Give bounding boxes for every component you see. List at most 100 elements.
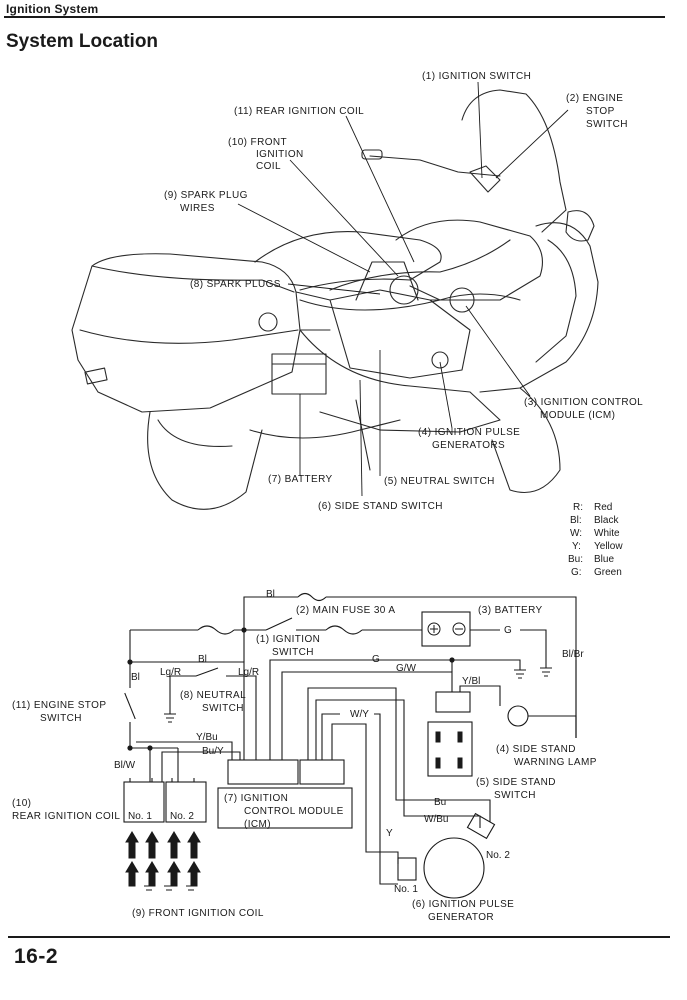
wire-bl-left: [129, 630, 245, 760]
label-side-stand-1: (5) SIDE STAND: [476, 777, 556, 788]
label-warning-lamp-2: WARNING LAMP: [514, 757, 597, 768]
callout-engine-stop-3: SWITCH: [586, 119, 628, 130]
wire-g-mid: [269, 659, 521, 760]
legend-code-green: G:: [571, 567, 582, 578]
pulse-generator-rotor: [423, 837, 485, 899]
label-pg-no2: No. 2: [486, 850, 510, 861]
spark-arrow-4: [187, 831, 201, 859]
windscreen-shape: [461, 89, 567, 233]
fuse-left-symbol: [197, 625, 235, 635]
legend-name-black: Black: [594, 515, 619, 526]
side-stand-pin-3: [435, 757, 441, 769]
spark-arrow-7: [167, 861, 181, 887]
callout-leaders: [237, 81, 569, 497]
label-pulse-gen-2: GENERATOR: [428, 912, 494, 923]
wire-y: [331, 723, 399, 864]
spark-arrow-8: [187, 861, 201, 887]
icm-connector-right: [299, 759, 345, 785]
leader-ignition-switch: [477, 81, 483, 179]
front-wheel-shape: [491, 387, 561, 494]
wire-label-g-top: G: [504, 625, 512, 636]
wire-label-bl-w: Bl/W: [114, 760, 136, 771]
page-number: 16-2: [14, 945, 59, 968]
side-stand-pin-1: [435, 731, 441, 743]
label-pg-no1: No. 1: [394, 884, 418, 895]
wire-w-y: [374, 713, 398, 885]
label-icm-3: (ICM): [244, 819, 271, 830]
junction-dots: [127, 627, 455, 751]
spark-arrow-2: [145, 831, 159, 859]
wire-y-bu: [136, 741, 233, 760]
front-fairing-shape: [479, 222, 599, 393]
spark-arrow-3: [167, 831, 181, 859]
battery-minus-terminal: [452, 622, 466, 636]
engine-block-shape: [329, 289, 471, 379]
wiring-schematic: [123, 592, 577, 899]
wire-lamp-to-bl-br: [528, 715, 577, 738]
footer-rule: [8, 936, 670, 938]
side-stand-pin-2: [457, 731, 463, 743]
wire-lg-r: [226, 675, 257, 760]
ground-symbol-neutral: [164, 713, 176, 723]
battery-symbol: [421, 611, 471, 647]
handlebar-shape: [369, 155, 501, 177]
taillight-shape: [84, 367, 108, 385]
wire-label-lg-r-2: Lg/R: [238, 667, 259, 678]
wire-bl-w: [129, 722, 151, 782]
legend-code-white: W:: [570, 528, 582, 539]
warning-lamp-symbol: [507, 705, 529, 727]
callout-front-coil-3: COIL: [256, 161, 281, 172]
callout-plug-wires-1: (9) SPARK PLUG: [164, 190, 248, 201]
ground-symbol-g: [514, 669, 526, 679]
label-rear-coil-1: (10): [12, 798, 31, 809]
junction-1: [241, 627, 247, 633]
neutral-switch-contact: [170, 667, 219, 677]
side-stand-connector: [435, 691, 471, 713]
motorcycle-illustration: [71, 89, 599, 510]
color-legend: R: Red Bl: Black W: White Y: Yellow Bu: …: [568, 502, 623, 578]
pulse-pickup-no1: [397, 857, 417, 881]
label-ign-switch-1: (1) IGNITION: [256, 634, 320, 645]
leader-plug-wires: [237, 203, 371, 273]
leader-icm: [465, 305, 531, 397]
rear-wheel-shape: [147, 411, 263, 510]
legend-code-red: R:: [573, 502, 583, 513]
wire-label-y: Y: [386, 828, 393, 839]
ignition-coil-shape: [389, 275, 419, 305]
spark-plug-arrows: [125, 831, 201, 887]
legend-code-blue: Bu:: [568, 554, 583, 565]
battery-plus-terminal: [427, 622, 441, 636]
legend-name-white: White: [594, 528, 620, 539]
header-rule: [4, 16, 665, 18]
label-front-coil: (9) FRONT IGNITION COIL: [132, 908, 264, 919]
rear-mudguard: [157, 419, 233, 448]
label-icm-1: (7) IGNITION: [224, 793, 288, 804]
pulse-generator-shape: [431, 351, 449, 369]
callout-spark-plugs: (8) SPARK PLUGS: [190, 279, 281, 290]
label-engine-stop-2: SWITCH: [40, 713, 82, 724]
seat-shape: [254, 231, 442, 291]
wire-label-bu: Bu: [434, 797, 446, 808]
wire-label-w-y: W/Y: [350, 709, 369, 720]
wire-w-y-left: [321, 713, 340, 760]
callout-pulse-gen-1: (4) IGNITION PULSE: [418, 427, 520, 438]
plug-ground-1: [144, 885, 154, 891]
spark-arrow-1: [125, 831, 139, 859]
label-main-fuse: (2) MAIN FUSE 30 A: [296, 605, 395, 616]
wire-label-bl-mid: Bl: [198, 654, 207, 665]
schematic-labels: Bl (2) MAIN FUSE 30 A (3) BATTERY G (1) …: [12, 589, 597, 923]
label-side-stand-2: SWITCH: [494, 790, 536, 801]
side-stand-pin-4: [457, 757, 463, 769]
handlebar-grip: [361, 149, 383, 160]
legend-code-yellow: Y:: [572, 541, 581, 552]
wire-label-bl-top: Bl: [266, 589, 275, 600]
page-title: System Location: [6, 31, 159, 52]
callout-front-coil-1: (10) FRONT: [228, 137, 287, 148]
wire-g-w: [281, 671, 453, 760]
wire-bl-top-left: [243, 596, 298, 630]
battery-plus-icon: [430, 625, 438, 633]
side-stand-shape: [355, 399, 371, 471]
label-coil-no2: No. 2: [170, 811, 194, 822]
battery-terminals: [427, 622, 466, 636]
